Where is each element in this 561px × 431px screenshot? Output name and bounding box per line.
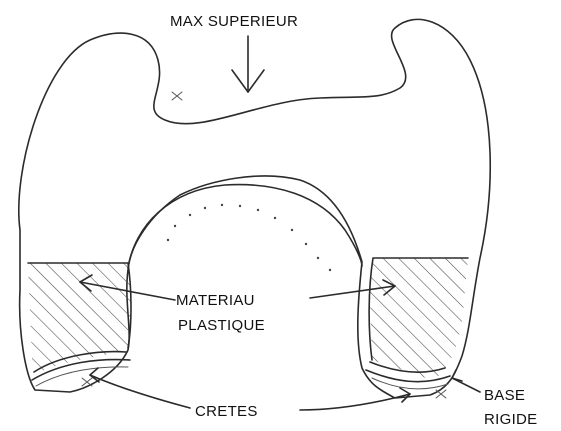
- arrow-cretes-right: [300, 388, 410, 410]
- left-plastic-block: [20, 255, 140, 385]
- label-plastique: PLASTIQUE: [178, 317, 265, 334]
- arrow-cretes-left: [90, 368, 190, 408]
- right-plastic-block: [365, 250, 475, 390]
- arch-speckle-marks: [167, 204, 331, 271]
- label-max-superieur: MAX SUPERIEUR: [170, 13, 298, 30]
- label-base: BASE: [484, 387, 525, 404]
- label-rigide: RIGIDE: [484, 411, 537, 428]
- arrow-max-superieur: [232, 36, 264, 92]
- arrow-base-rigide: [452, 370, 480, 392]
- label-cretes: CRETES: [195, 403, 258, 420]
- label-materiau: MATERIAU: [176, 292, 255, 309]
